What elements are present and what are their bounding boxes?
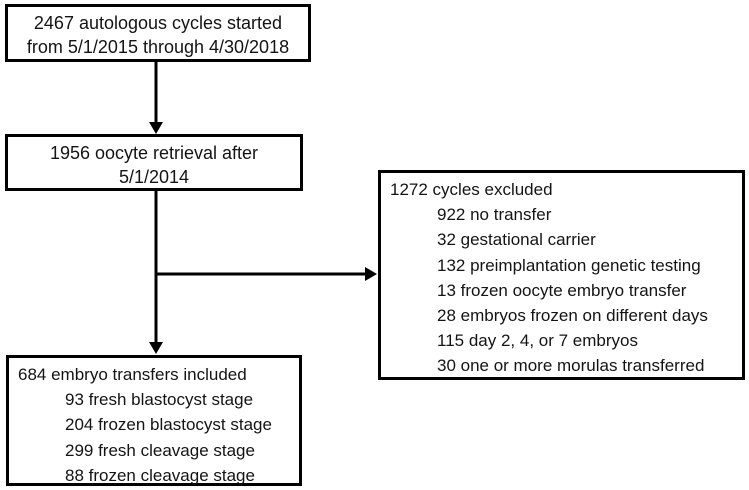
arrowhead-retrieval-to-included xyxy=(149,342,163,354)
node-cycles-started: 2467 autologous cycles started from 5/1/… xyxy=(5,4,311,62)
node-transfers-included: 684 embryo transfers included 93 fresh b… xyxy=(6,355,302,486)
node-cycles-started-line2: from 5/1/2015 through 4/30/2018 xyxy=(26,37,290,57)
included-title: 684 embryo transfers included xyxy=(18,365,247,384)
node-oocyte-retrieval-line2: 5/1/2014 xyxy=(118,167,190,187)
included-item-frozen-cleavage: 88 frozen cleavage stage xyxy=(65,465,255,485)
node-oocyte-retrieval-line1: 1956 oocyte retrieval after xyxy=(49,143,259,163)
excluded-item-day-2-4-7: 115 day 2, 4, or 7 embryos xyxy=(437,331,638,351)
excluded-item-frozen-different-days: 28 embryos frozen on different days xyxy=(437,306,708,326)
arrowhead-started-to-retrieval xyxy=(149,122,163,134)
excluded-title: 1272 cycles excluded xyxy=(390,180,553,199)
node-oocyte-retrieval: 1956 oocyte retrieval after 5/1/2014 xyxy=(5,134,303,191)
excluded-item-gestational-carrier: 32 gestational carrier xyxy=(437,230,596,250)
included-item-frozen-blastocyst: 204 frozen blastocyst stage xyxy=(65,415,272,435)
excluded-item-no-transfer: 922 no transfer xyxy=(437,205,552,225)
included-item-fresh-blastocyst: 93 fresh blastocyst stage xyxy=(65,390,254,410)
excluded-item-frozen-oocyte: 13 frozen oocyte embryo transfer xyxy=(437,280,687,300)
excluded-item-morulas: 30 one or more morulas transferred xyxy=(437,356,705,376)
node-cycles-excluded: 1272 cycles excluded 922 no transfer 32 … xyxy=(378,170,745,380)
arrowhead-branch-to-excluded xyxy=(365,267,377,281)
included-item-fresh-cleavage: 299 fresh cleavage stage xyxy=(65,440,255,460)
excluded-item-pgt: 132 preimplantation genetic testing xyxy=(437,255,701,275)
node-cycles-started-line1: 2467 autologous cycles started xyxy=(33,13,283,33)
